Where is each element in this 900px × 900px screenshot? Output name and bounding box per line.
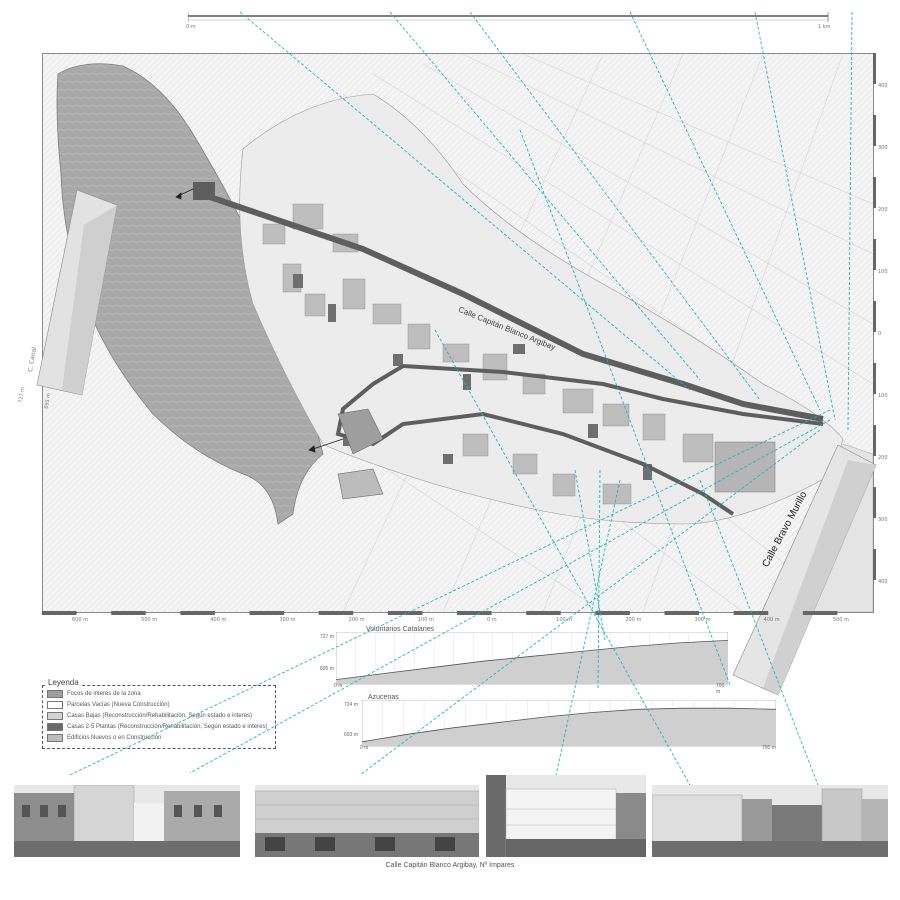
profile-azucenas-title: Azucenas bbox=[368, 694, 399, 701]
legend-item: Parcelas Vacías (Nueva Construcción) bbox=[47, 701, 170, 709]
legend-label: Casas Bajas (Reconstrucción/Rehabilitaci… bbox=[67, 713, 253, 719]
bottom-scale-label: 600 m bbox=[72, 617, 89, 623]
right-scale-segment bbox=[873, 425, 876, 456]
right-scale-segment bbox=[873, 487, 876, 518]
right-scale-segment bbox=[873, 549, 876, 580]
right-scale-segment bbox=[873, 363, 876, 394]
profile-voluntarios-xmax: 700 m bbox=[716, 683, 725, 695]
top-scale-label-end: 1 km bbox=[818, 24, 831, 30]
profile-azucenas-ymin: 693 m bbox=[344, 732, 358, 738]
legend-label: Focos de interes de la zona bbox=[67, 691, 141, 697]
right-scale-segment bbox=[873, 115, 876, 146]
profile-voluntarios-ymax: 727 m bbox=[320, 634, 334, 640]
profile-voluntarios-ymin: 695 m bbox=[320, 666, 334, 672]
legend-title: Leyenda bbox=[47, 678, 80, 687]
legend-swatch bbox=[47, 701, 63, 709]
right-scale-label: 200 bbox=[878, 207, 888, 213]
right-scale-label: 100 bbox=[878, 269, 888, 275]
profile-voluntarios-chart bbox=[335, 631, 729, 685]
bottom-scale-segment bbox=[595, 611, 630, 615]
legend: Leyenda Focos de interes de la zona Parc… bbox=[42, 678, 276, 749]
facade-caption: Calle Capitán Blanco Argibay, Nº Impares bbox=[385, 862, 515, 869]
bottom-scale-segment bbox=[664, 611, 700, 615]
legend-swatch bbox=[47, 690, 63, 698]
right-scale-segment bbox=[873, 301, 876, 332]
top-scale-bar bbox=[188, 12, 829, 22]
facade-photo-1 bbox=[14, 785, 240, 857]
profile-azucenas-chart bbox=[361, 699, 777, 747]
top-scale-label-start: 0 m bbox=[186, 24, 196, 30]
right-scale-label: 200 bbox=[878, 455, 888, 461]
bottom-scale-label: 300 m bbox=[279, 617, 296, 623]
right-scale-segment bbox=[873, 239, 876, 270]
bottom-scale-label: 400 m bbox=[210, 617, 227, 623]
legend-item: Focos de interes de la zona bbox=[47, 690, 141, 698]
legend-swatch bbox=[47, 723, 63, 731]
right-scale-label: 400 bbox=[878, 579, 888, 585]
legend-item: Casas 2-5 Plantas (Reconstrucción/Rehabi… bbox=[47, 723, 267, 731]
right-scale-label: 0 bbox=[878, 331, 882, 337]
right-scale-segment bbox=[873, 177, 876, 208]
right-scale-label: 400 bbox=[878, 83, 888, 89]
right-scale-label: 100 bbox=[878, 393, 888, 399]
legend-label: Parcelas Vacías (Nueva Construcción) bbox=[67, 702, 170, 708]
legend-swatch bbox=[47, 734, 63, 742]
right-scale-label: 300 bbox=[878, 517, 888, 523]
bottom-scale-segment bbox=[733, 611, 769, 615]
bravo-elevation-strip bbox=[732, 444, 877, 696]
profile-azucenas-xmin: 0 m bbox=[360, 745, 369, 751]
bottom-scale-segment bbox=[318, 611, 354, 615]
bottom-scale-segment bbox=[387, 611, 423, 615]
legend-label: Casas 2-5 Plantas (Reconstrucción/Rehabi… bbox=[67, 724, 268, 730]
bottom-scale-label: 400 m bbox=[763, 617, 780, 623]
facade-photo-2 bbox=[255, 785, 479, 857]
bottom-scale-segment bbox=[180, 611, 215, 615]
legend-label: Edificios Nuevos o en Construcción bbox=[67, 735, 162, 741]
bottom-scale-label: 500 m bbox=[832, 617, 849, 623]
bottom-scale-bar bbox=[42, 611, 838, 615]
bottom-scale-segment bbox=[249, 611, 285, 615]
bottom-scale-label: 200 m bbox=[348, 617, 365, 623]
profile-azucenas: Azucenas 724 m 693 m 0 m 700 m bbox=[344, 694, 777, 751]
bottom-scale-label: 300 m bbox=[694, 617, 711, 623]
bottom-scale-segment bbox=[802, 611, 838, 615]
legend-item: Edificios Nuevos o en Construcción bbox=[47, 734, 161, 742]
legend-item: Casas Bajas (Reconstrucción/Rehabilitaci… bbox=[47, 712, 252, 720]
bottom-scale-label: 0 m bbox=[487, 617, 497, 623]
bottom-scale-segment bbox=[111, 611, 146, 615]
right-scale-label: 300 bbox=[878, 145, 888, 151]
profile-voluntarios-xmin: 0 m bbox=[334, 683, 343, 689]
canal-elevation-strip bbox=[36, 189, 118, 396]
bottom-scale-segment bbox=[42, 611, 77, 615]
profile-voluntarios: Voluntarios Catalanes 727 m 695 m 0 m 70… bbox=[320, 626, 729, 695]
right-scale-bar bbox=[873, 53, 876, 580]
bottom-scale-label: 500 m bbox=[141, 617, 158, 623]
bottom-scale-segment bbox=[457, 611, 492, 615]
bottom-scale-label: 200 m bbox=[625, 617, 642, 623]
profile-voluntarios-title: Voluntarios Catalanes bbox=[366, 626, 435, 633]
profile-azucenas-xmax: 700 m bbox=[762, 745, 776, 751]
bottom-scale-label: 100 m bbox=[417, 617, 434, 623]
bottom-scale-segment bbox=[526, 611, 561, 615]
facade-photo-3 bbox=[486, 775, 646, 857]
profile-azucenas-ymax: 724 m bbox=[344, 702, 358, 708]
bottom-scale-label: 100 m bbox=[556, 617, 573, 623]
facade-photo-4 bbox=[652, 785, 888, 857]
right-scale-segment bbox=[873, 53, 876, 84]
legend-swatch bbox=[47, 712, 63, 720]
